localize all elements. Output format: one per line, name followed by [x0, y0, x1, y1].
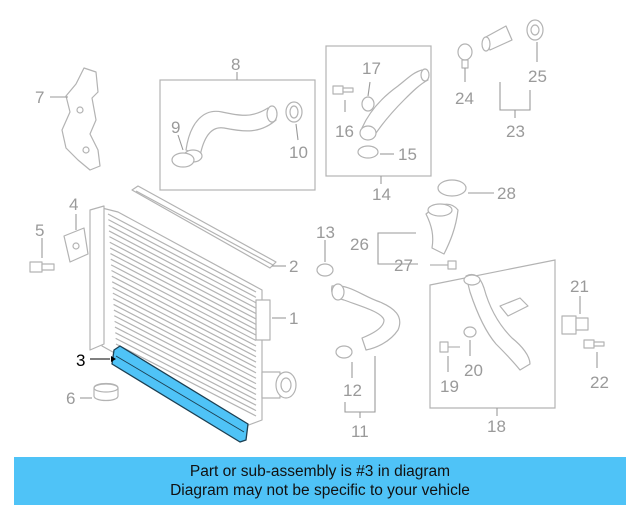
core-fin [110, 264, 257, 342]
core-fin [108, 219, 257, 298]
callout-13: 13 [316, 223, 335, 242]
callout-10: 10 [289, 143, 308, 162]
core-fin [109, 247, 257, 325]
part-1-intercooler [89, 205, 297, 427]
part-9-clamp [171, 152, 195, 168]
part-12-clamp [335, 345, 353, 359]
part-28-clamp [437, 179, 467, 197]
callout-21: 21 [570, 277, 589, 296]
callout-5: 5 [35, 221, 44, 240]
part-16-bolt [332, 85, 354, 95]
core-fin [115, 337, 257, 412]
core-fin [113, 303, 257, 379]
part-17-cap [361, 96, 375, 112]
callout-2: 2 [289, 257, 298, 276]
core-fin [110, 253, 257, 331]
callout-8: 8 [231, 55, 240, 74]
group-18-box [429, 259, 556, 409]
part-24-clamp [457, 43, 473, 69]
part-6-mount [93, 382, 119, 402]
part-26-hose [425, 203, 459, 255]
callout-24: 24 [455, 89, 474, 108]
part-4-bracket [63, 227, 89, 263]
part-20-pipe [463, 273, 531, 371]
part-16-pipe [359, 68, 430, 141]
callout-14: 14 [372, 185, 391, 204]
callout-26: 26 [350, 235, 369, 254]
callout-6: 6 [66, 389, 75, 408]
core-fin [114, 320, 257, 395]
callout-22: 22 [590, 373, 609, 392]
info-banner: Part or sub-assembly is #3 in diagram Di… [14, 457, 626, 505]
part-19-bolt [439, 326, 477, 353]
core-fin [108, 224, 257, 304]
part-12-hose [331, 283, 401, 351]
callout-3-arrow [111, 356, 116, 362]
callout-28: 28 [497, 184, 516, 203]
callout-19: 19 [440, 377, 459, 396]
core-fin [107, 213, 257, 293]
callout-1: 1 [289, 309, 298, 328]
part-25-hose [481, 19, 544, 52]
group-23-bracket [499, 82, 531, 111]
part-27-bolt [430, 260, 457, 270]
part-10-seal [285, 101, 303, 123]
callout-25: 25 [528, 67, 547, 86]
group-14-box [325, 45, 432, 177]
part-22-bolt [583, 339, 605, 349]
banner-line-1: Part or sub-assembly is #3 in diagram [189, 463, 451, 480]
part-7-bracket [61, 67, 101, 171]
part-2-seal-strip [131, 185, 277, 269]
callout-23: 23 [506, 122, 525, 141]
part-3-seal-highlighted [111, 345, 249, 443]
core-fin [111, 269, 257, 347]
banner-line-2: Diagram may not be specific to your vehi… [170, 482, 470, 499]
group-26-bracket [377, 232, 418, 265]
callout-12: 12 [343, 381, 362, 400]
core-fin [115, 343, 257, 417]
callout-3: 3 [76, 351, 85, 370]
core-fin [113, 309, 257, 385]
callout-9: 9 [171, 118, 180, 137]
callout-16: 16 [335, 122, 354, 141]
core-fin [111, 275, 257, 352]
core-fin [112, 292, 257, 369]
core-fin [108, 230, 257, 309]
core-fin [111, 281, 257, 358]
callout-11: 11 [351, 422, 369, 441]
core-fin [115, 332, 257, 406]
callout-27: 27 [394, 256, 413, 275]
core-fin [112, 298, 257, 374]
core-fin [113, 315, 257, 390]
core-fin [109, 241, 257, 320]
part-5-bolt [29, 261, 55, 273]
group-8-box [159, 79, 316, 191]
core-fin [109, 236, 257, 315]
callout-4: 4 [69, 195, 78, 214]
callout-18: 18 [487, 417, 506, 436]
core-fin [110, 258, 257, 336]
part-15-clamp [357, 145, 379, 159]
part-21-sensor [561, 315, 589, 335]
part-13-clamp [316, 263, 334, 277]
core-fin [112, 286, 257, 363]
callout-7: 7 [35, 88, 44, 107]
part-9-hose [183, 105, 278, 163]
core-fin [114, 326, 257, 401]
parts-diagram: 7 8 9 10 14 17 16 15 [29, 19, 609, 443]
callout-20: 20 [464, 361, 483, 380]
callout-17: 17 [362, 59, 381, 78]
callout-15: 15 [398, 145, 417, 164]
